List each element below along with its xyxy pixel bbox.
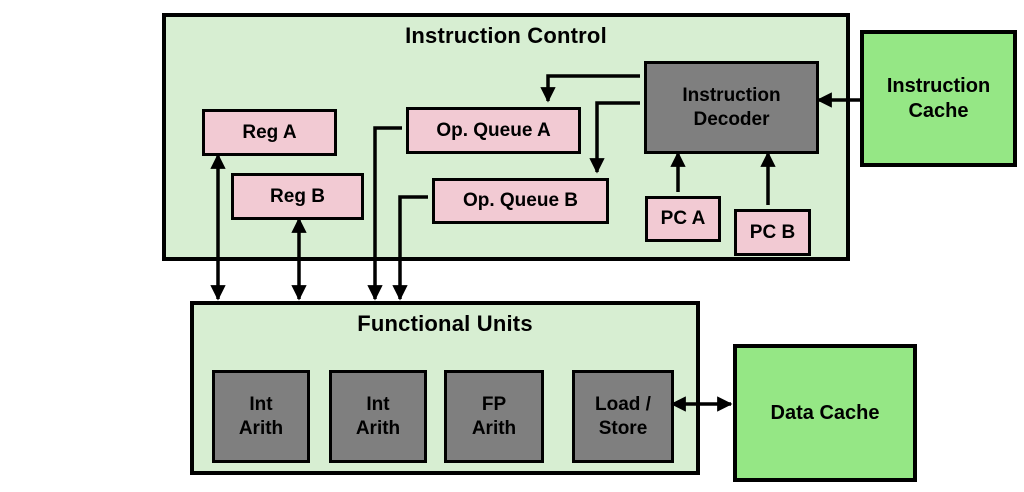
data-cache-box: Data Cache	[733, 344, 917, 482]
pc-a-box: PC A	[645, 196, 721, 242]
reg-b-box: Reg B	[231, 173, 364, 220]
op-queue-a-box: Op. Queue A	[406, 107, 581, 154]
int-arith-2-box: Int Arith	[329, 370, 427, 463]
int-arith-1-box: Int Arith	[212, 370, 310, 463]
instruction-control-container: Instruction Control Reg A Reg B Op. Queu…	[162, 13, 850, 261]
pc-b-box: PC B	[734, 209, 811, 256]
op-queue-b-box: Op. Queue B	[432, 178, 609, 224]
instruction-decoder-box: Instruction Decoder	[644, 61, 819, 154]
reg-a-box: Reg A	[202, 109, 337, 156]
instruction-cache-box: Instruction Cache	[860, 30, 1017, 167]
instruction-control-title: Instruction Control	[405, 23, 607, 48]
fp-arith-box: FP Arith	[444, 370, 544, 463]
functional-units-container: Functional Units Int Arith Int Arith FP …	[190, 301, 700, 475]
load-store-box: Load / Store	[572, 370, 674, 463]
functional-units-title: Functional Units	[357, 311, 533, 336]
